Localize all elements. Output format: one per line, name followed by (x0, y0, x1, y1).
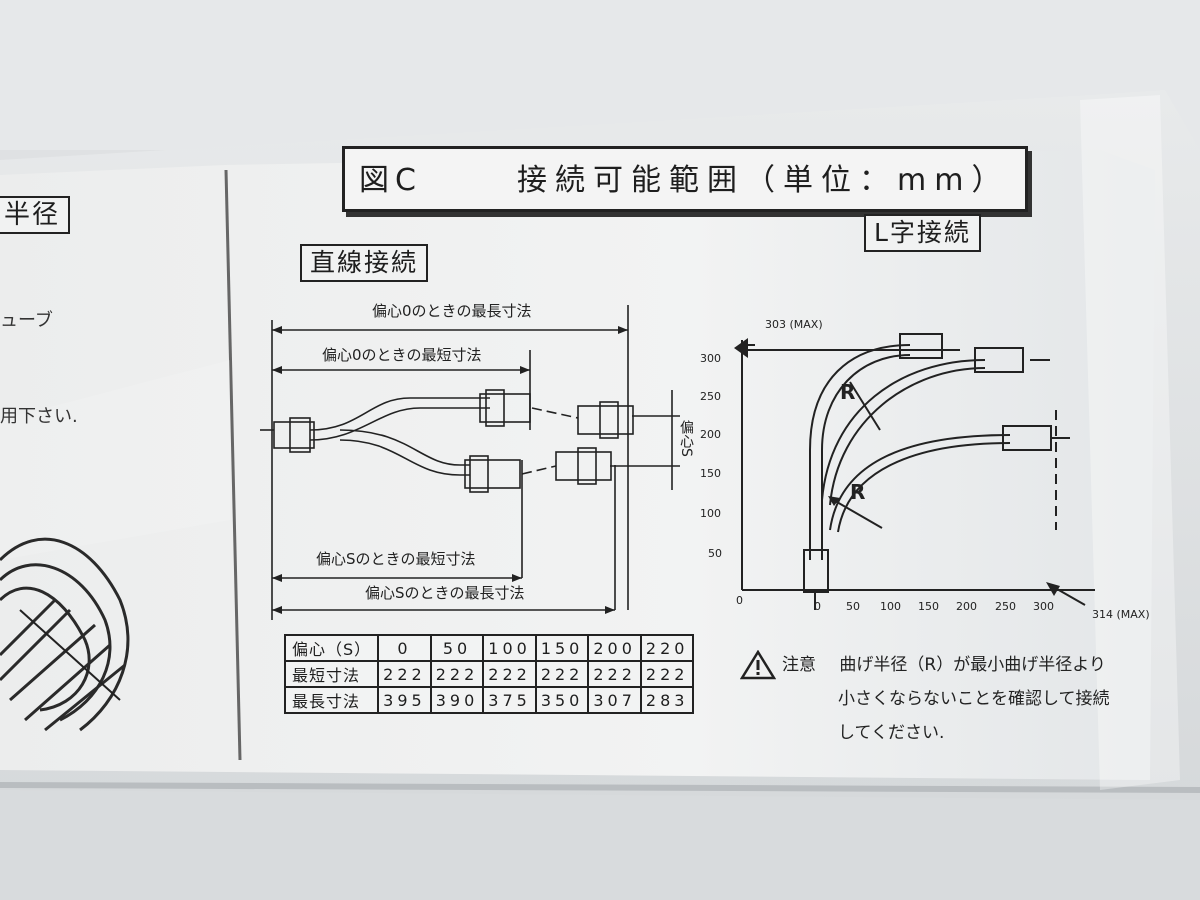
x-tick: 200 (956, 600, 977, 613)
x-tick: 150 (918, 600, 939, 613)
caution-label: 注意 (782, 655, 816, 675)
table-row: 最短寸法 222 222 222 222 222 222 (283, 660, 695, 688)
table-cell: 307 (587, 686, 642, 714)
l-max-y-label: 303 (MAX) (765, 318, 823, 331)
table-header-cell: 150 (534, 634, 590, 662)
dim-label-min-s: 偏心Sのときの最短寸法 (316, 550, 476, 568)
y-tick: 150 (700, 467, 721, 480)
caution-line1: 曲げ半径（R）が最小曲げ半径より (839, 655, 1106, 675)
l-connection-label: L字接続 (864, 214, 981, 252)
y-tick: 250 (700, 390, 721, 403)
figure-title-box: 図C 接続可能範囲（単位：mm） (342, 146, 1028, 212)
x-tick: 300 (1033, 600, 1054, 613)
table-row: 最長寸法 395 390 375 350 307 283 (283, 686, 695, 714)
figure-number: 図C (359, 163, 422, 198)
dim-label-max-s: 偏心Sのときの最長寸法 (365, 584, 525, 602)
figure-title: 接続可能範囲（単位：mm） (517, 163, 1010, 198)
table-cell: 222 (377, 660, 432, 688)
offset-length-table: 偏心（S） 0 50 100 150 200 220 最短寸法 222 222 … (283, 634, 695, 714)
dim-label-min-zero: 偏心0のときの最短寸法 (322, 346, 482, 364)
origin-label: 0 (736, 594, 743, 607)
left-text-line2: 用下さい. (0, 406, 78, 427)
left-section-label: 半径 (0, 196, 71, 234)
table-header-cell: 50 (429, 634, 485, 662)
table-cell: 350 (534, 686, 590, 714)
y-tick: 200 (700, 428, 721, 441)
offset-label: 偏心S (678, 420, 694, 457)
caution-line2: 小さくならないことを確認して接続 (838, 689, 1110, 709)
table-header-row: 偏心（S） 0 50 100 150 200 220 (283, 634, 695, 662)
l-max-x-label: 314 (MAX) (1092, 608, 1150, 621)
table-cell: 最長寸法 (283, 686, 380, 714)
left-text-line1: ューブ (0, 310, 53, 331)
radius-label-1: R (840, 380, 856, 404)
table-cell: 390 (429, 686, 485, 714)
table-cell: 395 (377, 686, 432, 714)
caution-line3: してください. (838, 723, 945, 743)
table-header-cell: 200 (587, 634, 642, 662)
table-cell: 222 (429, 660, 485, 688)
x-tick: 50 (846, 600, 860, 613)
table-cell: 222 (482, 660, 537, 688)
table-header-cell: 0 (377, 634, 432, 662)
y-tick: 100 (700, 507, 721, 520)
y-tick: 50 (708, 547, 722, 560)
y-tick: 300 (700, 352, 721, 365)
table-cell: 283 (639, 686, 695, 714)
x-tick: 250 (995, 600, 1016, 613)
dim-label-max-zero: 偏心0のときの最長寸法 (372, 302, 532, 320)
table-header-cell: 100 (482, 634, 537, 662)
straight-connection-diagram (260, 305, 680, 620)
table-header-cell: 220 (639, 634, 695, 662)
table-cell: 最短寸法 (283, 660, 380, 688)
radius-label-2: R (850, 480, 866, 504)
table-cell: 222 (639, 660, 695, 688)
l-connection-diagram (734, 333, 1095, 610)
x-tick: 100 (880, 600, 901, 613)
warning-icon (740, 650, 776, 680)
table-cell: 222 (534, 660, 590, 688)
table-cell: 375 (482, 686, 537, 714)
table-header-cell: 偏心（S） (283, 634, 380, 662)
caution-note: 注意 曲げ半径（R）が最小曲げ半径より 小さくならないことを確認して接続 してく… (740, 648, 1140, 750)
table-cell: 222 (587, 660, 642, 688)
x-tick: 0 (814, 600, 821, 613)
straight-connection-label: 直線接続 (300, 244, 429, 282)
